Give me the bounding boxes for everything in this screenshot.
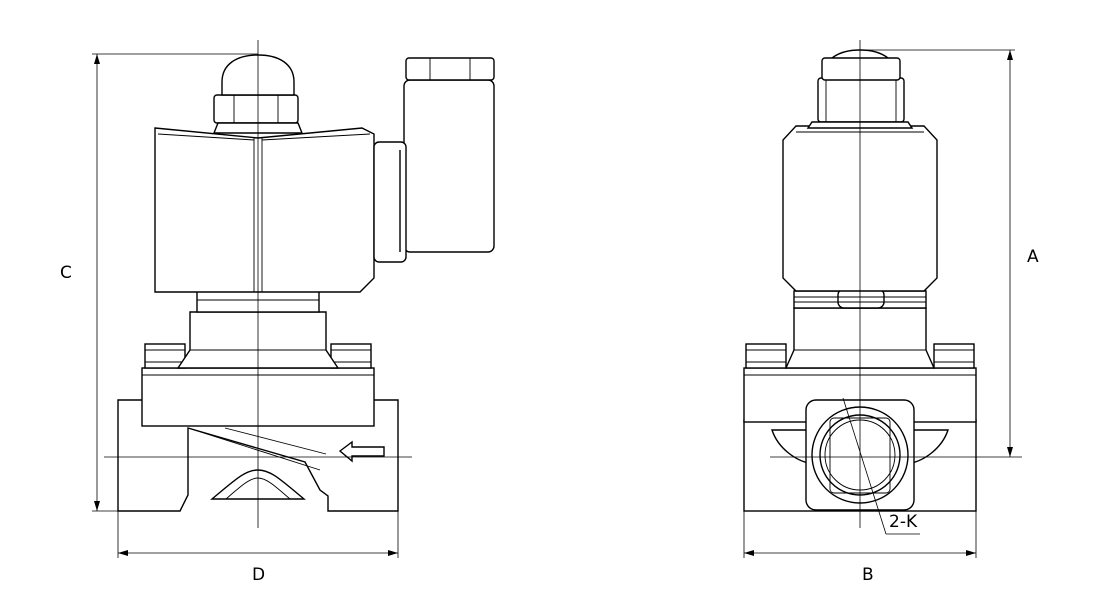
side-bolt-left: [745, 343, 787, 369]
center-lines: [104, 40, 1022, 528]
flow-arrow: [338, 440, 385, 463]
dimension-label-c: C: [60, 263, 72, 283]
junction-box: [403, 79, 495, 253]
front-bolt-right: [330, 343, 372, 369]
side-top-nut: [817, 77, 905, 123]
front-view: [117, 54, 495, 512]
dimension-label-b: B: [862, 565, 874, 585]
dimension-lines: [92, 49, 1015, 558]
junction-neck: [373, 141, 407, 263]
front-bolt-left: [144, 343, 186, 369]
cable-gland-nut: [405, 57, 495, 81]
side-bolt-right: [933, 343, 975, 369]
port-thread-label: 2-K: [889, 512, 918, 532]
dimension-label-d: D: [252, 565, 265, 585]
front-valve-body: [117, 399, 399, 512]
dimension-label-a: A: [1027, 247, 1039, 267]
front-top-nut: [213, 94, 299, 124]
front-coil: [154, 127, 375, 293]
